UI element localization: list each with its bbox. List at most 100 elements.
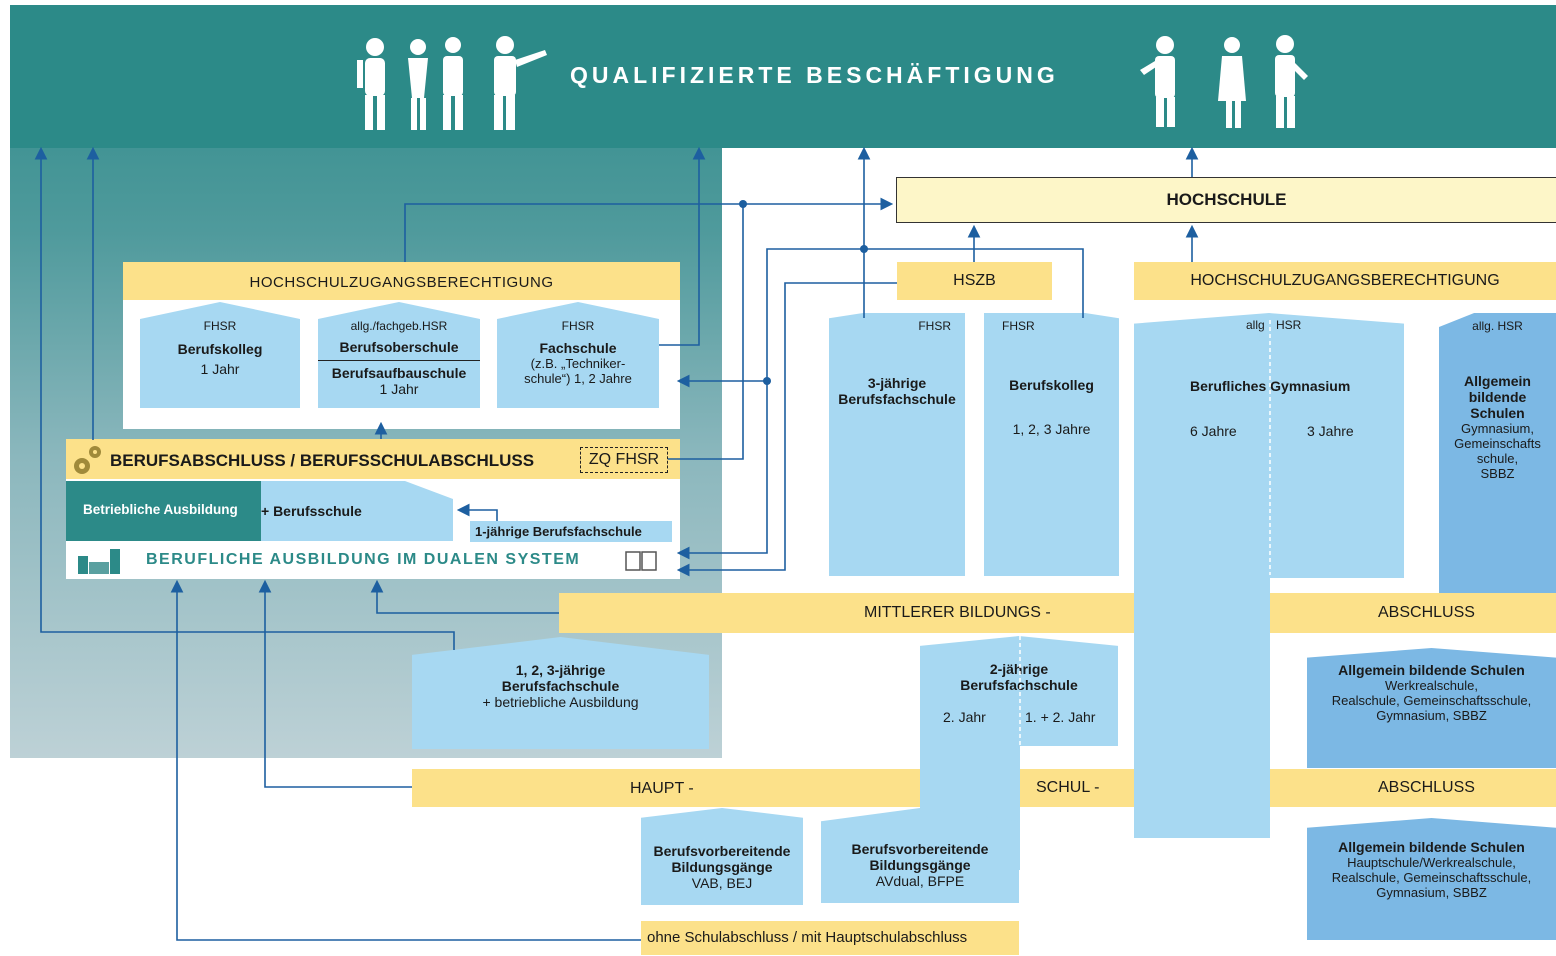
bfs123-card: 1, 2, 3-jährige Berufsfachschule + betri… [412,637,709,749]
abs-mittel-detail: Werkrealschule, Realschule, Gemeinschaft… [1331,678,1532,723]
bfs3-tag: FHSR [918,319,951,333]
hszb-label: HSZB [953,272,996,289]
abs-mittel-card: Allgemein bildende Schulen Werkrealschul… [1307,648,1556,768]
arrow-left-outer [34,146,455,650]
abs-haupt-card: Allgemein bildende Schulen Hauptschule/W… [1307,818,1556,940]
bg-dur-a: 6 Jahre [1190,423,1237,439]
berufsschule-box: + Berufsschule [261,481,453,541]
bg-dur-b: 3 Jahre [1307,423,1354,439]
mittlerer-bar [559,593,1556,633]
banner-right [822,5,1556,148]
worker-icon-6 [1218,37,1246,128]
bfs123-name: 1, 2, 3-jährige Berufsfachschule [501,662,620,694]
berufsoberschule-dur: 1 Jahr [379,381,419,397]
berufsoberschule-tag: allg./fachgeb.HSR [350,319,448,333]
mittlerer-label-b: ABSCHLUSS [1378,604,1475,621]
ohne-label: ohne Schulabschluss / mit Hauptschulabsc… [647,929,968,946]
bg-tag-b: HSR [1276,318,1302,332]
bfs3-card: FHSR 3-jährige Berufsfachschule [829,313,965,576]
arrow-hzb-to-hochschule [404,197,894,262]
worker-icon-1 [357,38,385,130]
right-bk-name: Berufskolleg [1009,377,1094,393]
bfs2-card: 2-jährige Berufsfachschule [920,636,1118,746]
abs-haupt-detail: Hauptschule/Werkrealschule, Realschule, … [1331,855,1532,900]
berufskolleg-name: Berufskolleg [177,341,263,357]
berufskolleg-card: FHSR Berufskolleg 1 Jahr [140,302,300,408]
bfs2-stem-overbar [920,769,1020,807]
fachschule-detail: (z.B. „Techniker- schule“) 1, 2 Jahre [524,356,632,386]
abs-hsr-card: allg. HSR Allgemein bildende Schulen Gym… [1439,313,1556,593]
bvb1-name: Berufsvorbereitende Bildungsgänge [653,843,791,875]
right-hzb-bar: HOCHSCHULZUGANGSBERECHTIGUNG [1134,262,1556,300]
berufskolleg-dur: 1 Jahr [200,361,240,377]
arrow-mittlerer-to-dual [370,579,559,614]
left-hzb-title: HOCHSCHULZUGANGSBERECHTIGUNG [123,262,680,300]
abs-mittel-name: Allgemein bildende Schulen [1338,662,1525,678]
arrow-einj-to-bs [456,503,498,521]
bvb2-card: Berufsvorbereitende Bildungsgänge AVdual… [821,808,1019,903]
zq-fhsr-label: ZQ FHSR [588,451,660,468]
fachschule-tag: FHSR [561,319,595,333]
right-bk-dur: 1, 2, 3 Jahre [1012,421,1091,437]
bfs2-dur-b: 1. + 2. Jahr [1025,709,1096,725]
haupt-label-b: SCHUL - [1036,779,1100,796]
bfs2-dur-a: 2. Jahr [943,709,986,725]
bvb1-card: Berufsvorbereitende Bildungsgänge VAB, B… [641,808,803,905]
berufsoberschule-name: Berufsoberschule [339,339,459,355]
abs-haupt-name: Allgemein bildende Schulen [1338,839,1525,855]
right-bk-card: FHSR Berufskolleg 1, 2, 3 Jahre [984,313,1119,576]
abschluss-bar [66,439,680,479]
ohne-bar: ohne Schulabschluss / mit Hauptschulabsc… [641,921,1019,955]
zq-fhsr-box: ZQ FHSR [580,447,668,473]
dual-title: BERUFLICHE AUSBILDUNG IM DUALEN SYSTEM [146,551,581,568]
fachschule-card: FHSR Fachschule (z.B. „Techniker- schule… [497,302,659,408]
arrow-ohne-to-dual [170,579,641,941]
right-hzb-label: HOCHSCHULZUGANGSBERECHTIGUNG [1190,272,1500,289]
bvb1-detail: VAB, BEJ [691,875,753,891]
bfs2-name: 2-jährige Berufsfachschule [960,661,1078,693]
bvb2-detail: AVdual, BFPE [875,873,965,889]
bfs123-detail: + betriebliche Ausbildung [482,694,639,710]
fachschule-name: Fachschule [539,340,617,356]
hochschule-label: HOCHSCHULE [1166,190,1287,209]
worker-icon-5 [1140,36,1175,127]
hszb-bar: HSZB [897,262,1052,300]
banner-title: QUALIFIZIERTE BESCHÄFTIGUNG [570,62,1059,88]
abs-hsr-name: Allgemein bildende Schulen [1464,373,1531,421]
betrieb-label: Betriebliche Ausbildung [83,502,238,517]
worker-icon-3 [443,37,463,130]
berufsoberschule-card: allg./fachgeb.HSR Berufsoberschule Beruf… [318,302,480,408]
arrow-right-to-dual-1b [676,381,768,560]
berufskolleg-tag: FHSR [203,319,237,333]
bvb2-name: Berufsvorbereitende Bildungsgänge [851,841,989,873]
haupt-label-a: HAUPT - [630,780,694,797]
abschluss-title: BERUFSABSCHLUSS / BERUFSSCHULABSCHLUSS [110,451,535,470]
mittlerer-label-a: MITTLERER BILDUNGS - [864,604,1051,621]
berufsaufbauschule-name: Berufsaufbauschule [331,365,467,381]
arrow-right-to-dual-1 [766,248,1084,381]
bg-stem-overbar [1134,593,1270,633]
haupt-label-c: ABSCHLUSS [1378,779,1475,796]
bfs3-name: 3-jährige Berufsfachschule [838,375,956,407]
betrieb-box: Betriebliche Ausbildung [66,481,261,541]
divider [318,360,480,361]
hochschule-box: HOCHSCHULE [896,177,1556,223]
arrow-haupt-to-dual [258,579,412,788]
einjaehrig-label: 1-jährige Berufsfachschule [475,524,642,539]
worker-icon-7 [1275,35,1308,128]
worker-icon-2 [408,39,428,130]
arrow-zq [668,204,744,460]
worker-icon-4 [494,36,547,130]
abs-hsr-tag: allg. HSR [1472,319,1523,333]
left-hzb-title-text: HOCHSCHULZUGANGSBERECHTIGUNG [249,274,554,291]
arrow-fachschule-up [659,146,706,346]
right-bk-tag: FHSR [1002,319,1035,333]
bg-card-top [1134,313,1404,578]
einjaehrig-box: 1-jährige Berufsfachschule [470,521,672,542]
bg-tag-a: allg [1246,318,1265,332]
